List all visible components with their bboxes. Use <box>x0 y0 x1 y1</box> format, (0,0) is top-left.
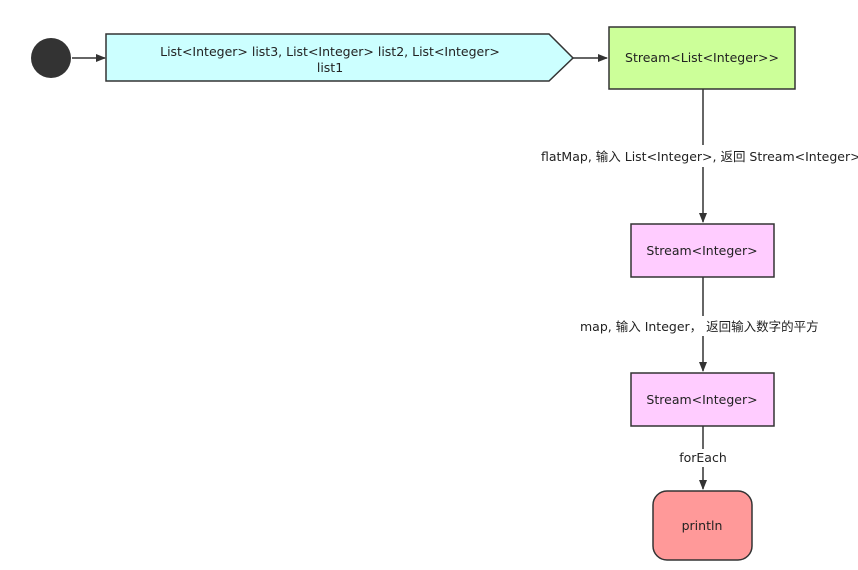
input-lists-label-line2: list1 <box>317 60 343 75</box>
stream-of-lists-label: Stream<List<Integer>> <box>625 50 779 65</box>
start-node <box>31 38 71 78</box>
println-node <box>652 490 753 561</box>
input-lists-node <box>105 33 575 82</box>
map-edge-label: map, 输入 Integer， 返回输入数字的平方 <box>580 319 819 334</box>
stream-integer-label-2: Stream<Integer> <box>646 392 757 407</box>
foreach-edge-label: forEach <box>679 450 727 465</box>
flatmap-edge-label: flatMap, 输入 List<Integer>, 返回 Stream<Int… <box>541 149 858 164</box>
stream-integer-node-1 <box>630 223 775 278</box>
stream-of-lists-node <box>608 26 796 90</box>
println-label: println <box>682 518 723 533</box>
stream-integer-label-1: Stream<Integer> <box>646 243 757 258</box>
input-lists-label-line1: List<Integer> list3, List<Integer> list2… <box>160 44 500 59</box>
